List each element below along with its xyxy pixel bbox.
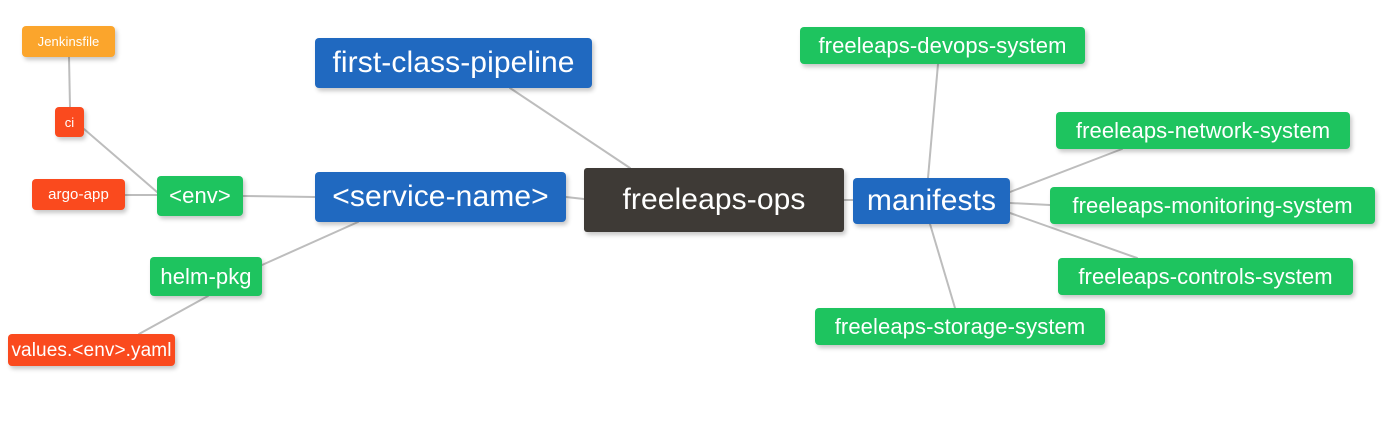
edge-jenkinsfile-to-ci <box>68 56 71 108</box>
node-storage[interactable]: freeleaps-storage-system <box>815 308 1105 345</box>
node-label: helm-pkg <box>160 263 252 289</box>
node-jenkinsfile[interactable]: Jenkinsfile <box>22 26 115 57</box>
node-helm-pkg[interactable]: helm-pkg <box>150 257 262 296</box>
edge-manifests-to-devops <box>927 63 939 179</box>
node-network[interactable]: freeleaps-network-system <box>1056 112 1350 149</box>
node-label: values.<env>.yaml <box>11 339 172 361</box>
node-label: freeleaps-monitoring-system <box>1072 192 1353 218</box>
node-ci[interactable]: ci <box>55 107 84 137</box>
edge-env-to-service-name <box>242 195 316 198</box>
node-label: freeleaps-ops <box>622 183 806 216</box>
node-values-yaml[interactable]: values.<env>.yaml <box>8 334 175 366</box>
edge-helm-pkg-to-service-name <box>261 221 359 266</box>
node-label: first-class-pipeline <box>332 46 575 79</box>
edge-manifests-to-monitoring <box>1009 202 1051 206</box>
edge-service-name-to-root <box>565 196 585 200</box>
node-label: freeleaps-storage-system <box>834 313 1086 339</box>
edge-manifests-to-network <box>1009 148 1123 193</box>
node-monitoring[interactable]: freeleaps-monitoring-system <box>1050 187 1375 224</box>
node-label: freeleaps-controls-system <box>1078 263 1333 289</box>
node-label: <env> <box>169 183 231 208</box>
edge-first-class-to-root <box>509 87 631 169</box>
node-manifests[interactable]: manifests <box>853 178 1010 224</box>
node-label: argo-app <box>48 186 109 203</box>
node-devops[interactable]: freeleaps-devops-system <box>800 27 1085 64</box>
node-root[interactable]: freeleaps-ops <box>584 168 844 232</box>
node-label: <service-name> <box>332 180 549 213</box>
edge-manifests-to-storage <box>929 223 956 309</box>
node-label: Jenkinsfile <box>37 34 100 49</box>
node-label: manifests <box>866 184 997 217</box>
node-label: ci <box>64 114 75 130</box>
node-controls[interactable]: freeleaps-controls-system <box>1058 258 1353 295</box>
edge-values-yaml-to-helm-pkg <box>138 295 209 335</box>
node-service-name[interactable]: <service-name> <box>315 172 566 222</box>
node-argo-app[interactable]: argo-app <box>32 179 125 210</box>
node-env[interactable]: <env> <box>157 176 243 216</box>
node-label: freeleaps-network-system <box>1075 117 1331 143</box>
node-first-class[interactable]: first-class-pipeline <box>315 38 592 88</box>
node-label: freeleaps-devops-system <box>818 32 1067 58</box>
